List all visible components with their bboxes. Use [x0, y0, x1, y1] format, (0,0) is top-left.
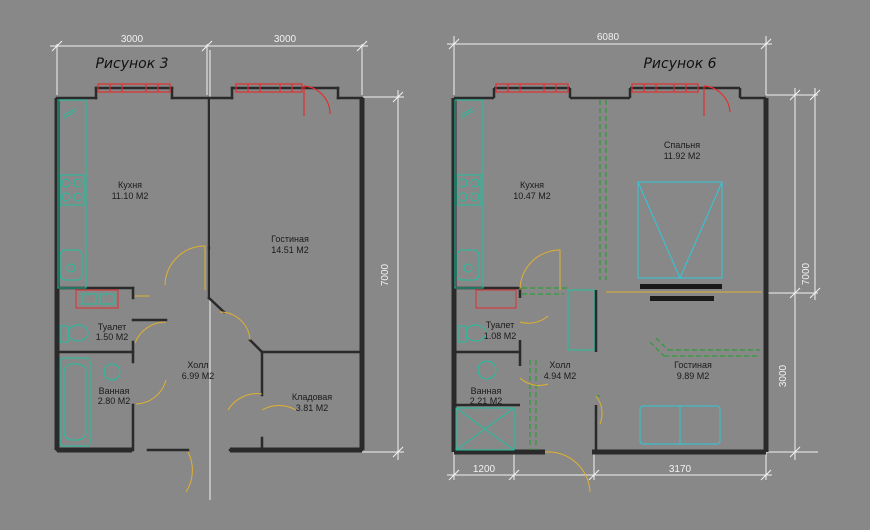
- plan-1-room-name: Гостиная: [271, 234, 309, 244]
- plan-2-room-name: Ванная: [471, 386, 502, 396]
- plan-2-room-area: 11.92 М2: [664, 151, 701, 161]
- dim-bottom-left: 1200: [473, 464, 496, 475]
- plan-1-room-area: 14.51 М2: [271, 245, 309, 255]
- plan-1-room-area: 3.81 М2: [296, 403, 329, 413]
- plan-2-room-area: 4.94 М2: [544, 371, 577, 381]
- plan-1-red-fixture: [75, 289, 119, 309]
- plan-1-room-area: 2.80 М2: [98, 396, 131, 406]
- plan-2-dimensions: [447, 36, 821, 481]
- plan-1-room-name: Ванная: [99, 386, 130, 396]
- plan-1-room-area: 11.10 М2: [112, 191, 149, 201]
- plan-1-doors: [134, 245, 297, 493]
- plan-2-title: Рисунок 6: [643, 56, 716, 72]
- dim-top-right: 3000: [274, 34, 297, 45]
- plan-1-thick-walls: [54, 98, 365, 453]
- dim-top-left: 3000: [121, 34, 144, 45]
- plan-1: 3000 3000 7000 Рисунок 3: [50, 34, 404, 500]
- plan-2-windows: [495, 83, 731, 116]
- plan-2-room-area: 10.47 М2: [513, 191, 551, 201]
- plan-1-room-area: 6.99 М2: [182, 371, 215, 381]
- plan-1-kitchen-fixtures: [57, 99, 121, 447]
- dim-top: 6080: [597, 32, 620, 43]
- plan-2-doors: [519, 249, 762, 493]
- plan-2-red-fixture: [475, 289, 517, 309]
- plan-2-furniture: [637, 181, 723, 445]
- plan-1-windows: [97, 83, 331, 116]
- plan-2-room-area: 1.08 М2: [484, 331, 517, 341]
- plan-2-room-name: Туалет: [486, 320, 514, 330]
- plan-2-thick-walls: [451, 98, 769, 455]
- plan-1-room-name: Кухня: [118, 180, 142, 190]
- plan-2-room-name: Спальня: [664, 140, 700, 150]
- dim-right: 7000: [380, 263, 391, 286]
- plan-2-room-name: Холл: [549, 360, 570, 370]
- plan-2-room-name: Кухня: [520, 180, 544, 190]
- plan-1-title: Рисунок 3: [95, 56, 168, 72]
- plan-2-new-partitions: [522, 100, 760, 450]
- plan-1-room-name: Туалет: [98, 322, 126, 332]
- dim-right-lower: 3000: [778, 364, 789, 387]
- plan-2-room-name: Гостиная: [674, 360, 712, 370]
- plan-1-room-name: Холл: [187, 360, 208, 370]
- plan-1-room-name: Кладовая: [292, 392, 332, 402]
- plan-2-room-area: 2.21 М2: [470, 396, 503, 406]
- plan-2-fixtures: [454, 99, 595, 451]
- dim-bottom-right: 3170: [669, 464, 692, 475]
- dim-right-full: 7000: [801, 262, 812, 285]
- plan-2-tv-unit: [640, 284, 722, 301]
- plan-1-room-area: 1.50 М2: [96, 332, 129, 342]
- plan-2-room-area: 9.89 М2: [677, 371, 710, 381]
- plan-2: 6080 7000 3000 1200 3170 Рисунок 6: [447, 32, 821, 493]
